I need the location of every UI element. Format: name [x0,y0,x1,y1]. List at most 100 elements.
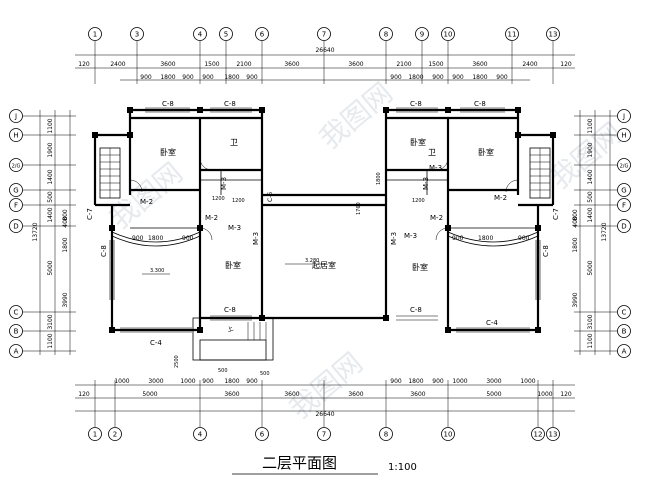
svg-text:H: H [621,132,626,140]
dim-value: 900 [246,378,258,385]
dim-value: 5000 [47,260,54,275]
svg-text:2500: 2500 [174,355,180,368]
dim-value: 2100 [236,61,251,68]
dim-value: 1400 [47,169,54,184]
svg-text:C: C [622,309,627,317]
svg-text:10: 10 [444,31,453,39]
dim-value: 400 [62,216,69,228]
svg-text:8: 8 [384,31,388,39]
room-label: 起居室 [312,260,336,270]
dim-value: 1100 [47,118,54,133]
svg-text:1760: 1760 [356,202,362,215]
dim-value: 1000 [114,378,129,385]
svg-text:B: B [622,328,627,336]
drawing-title: 二层平面图 [262,454,337,472]
svg-text:我图网: 我图网 [103,156,189,235]
dim-value: 1900 [47,142,54,157]
axis-bubble-bottom-7: 7 [317,427,331,441]
window-label: C-4 [486,319,498,327]
svg-text:500: 500 [218,368,228,374]
svg-text:J: J [622,113,625,121]
axis-bubble-bottom-4: 4 [193,427,207,441]
axis-bubble-right-B: B [617,324,631,338]
room-label: 卧室 [410,137,426,147]
dim-value: 1000 [520,378,535,385]
svg-text:B: B [14,328,19,336]
axis-bubble-top-6: 6 [255,27,269,41]
dim-value: 3600 [472,61,487,68]
svg-text:500: 500 [260,371,270,377]
door-label: M-3 [228,224,241,232]
svg-text:1: 1 [93,31,97,39]
dim-value: 3100 [587,314,594,329]
misc-dims: 1200 1200 1200 1760 1800 2500 500 500 90… [132,172,530,377]
dim-value: 3600 [348,61,363,68]
svg-text:900: 900 [452,235,464,242]
dim-value: 3600 [284,391,299,398]
door-label: M-3 [429,164,442,172]
drawing-title-block: 二层平面图 1:100 [232,454,417,475]
dim-value: 1000 [180,378,195,385]
svg-text:900: 900 [182,235,194,242]
axis-bubble-top-5: 5 [219,27,233,41]
svg-text:900: 900 [132,235,144,242]
axis-bubble-left-G: G [9,183,23,197]
room-label: 卧室 [225,260,241,270]
svg-text:4: 4 [198,431,203,439]
svg-text:1800: 1800 [376,172,382,185]
door-label: M-3 [252,232,260,245]
dim-value: 3600 [224,391,239,398]
svg-text:3: 3 [135,31,139,39]
dim-value: 900 [202,74,214,81]
svg-text:F: F [622,202,626,210]
axis-bubble-right-H: H [617,128,631,142]
stairwell-left [99,147,121,199]
svg-text:10: 10 [444,431,453,439]
door-label: M-2 [494,194,507,202]
dim-value: 900 [182,74,194,81]
svg-text:6: 6 [260,431,265,439]
svg-text:9: 9 [420,31,424,39]
svg-text:2/G: 2/G [620,164,629,170]
svg-text:2/G: 2/G [12,164,21,170]
axis-bubble-right-C: C [617,305,631,319]
dim-value: 1100 [47,333,54,348]
dim-value: 2100 [396,61,411,68]
axis-bubble-bottom-13: 13 [546,427,560,441]
dim-value: 1800 [408,378,423,385]
window-label: C-8 [162,100,174,108]
dim-value: 3990 [572,292,579,307]
svg-text:1200: 1200 [232,198,245,204]
svg-text:G: G [621,187,626,195]
balcony-arcs [111,231,539,247]
axis-bubble-left-H: H [9,128,23,142]
svg-text:11: 11 [508,31,517,39]
svg-text:A: A [14,348,19,356]
svg-text:H: H [13,132,18,140]
axis-bubble-bottom-8: 8 [379,427,393,441]
svg-text:5: 5 [224,31,228,39]
room-label: 卫 [428,148,436,157]
window-label: C-7 [86,208,94,220]
svg-text:C: C [14,309,19,317]
axis-bubble-left-A: A [9,344,23,358]
level-mark: 3.300 [150,268,164,274]
svg-text:A: A [622,348,627,356]
left-dim-values: 1100190014005001400500031001100800400180… [47,118,69,348]
door-label: M-2 [205,214,218,222]
axis-bubble-top-13: 13 [546,27,560,41]
dim-value: 1800 [160,74,175,81]
dim-value: 1100 [587,333,594,348]
axis-bubble-left-F: F [9,198,23,212]
dim-value: 900 [390,378,402,385]
right-dim-values: 1100190014005001400500031001100800400180… [572,118,594,348]
dim-value: 3000 [486,378,501,385]
svg-text:8: 8 [384,431,388,439]
